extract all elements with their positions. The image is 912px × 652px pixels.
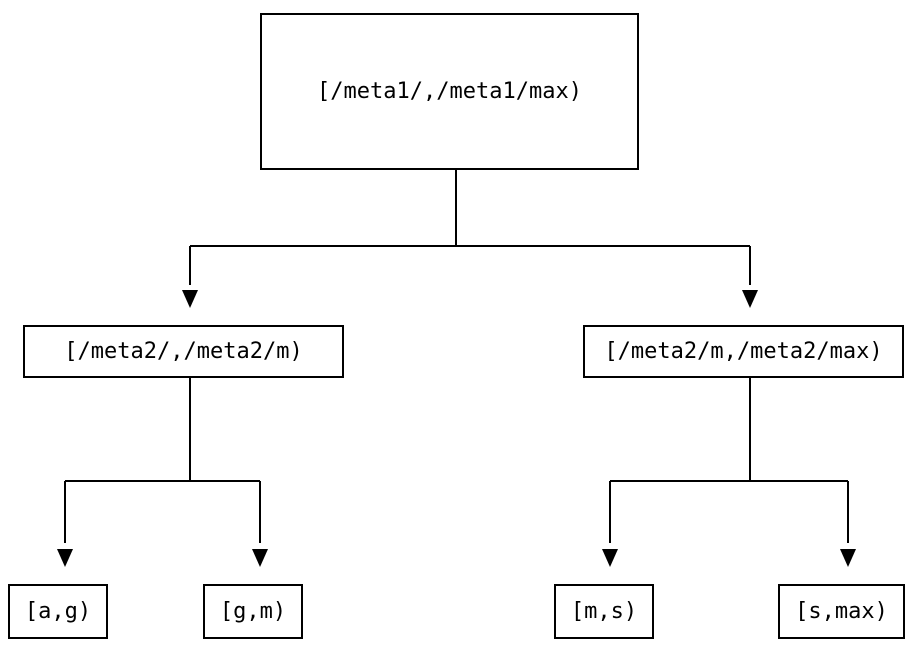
node-leaf-m-s: [m,s) [554, 584, 654, 639]
node-leaf-a-g: [a,g) [8, 584, 108, 639]
node-root: [/meta1/,/meta1/max) [260, 13, 639, 170]
node-meta2-left-label: [/meta2/,/meta2/m) [64, 339, 303, 364]
node-leaf-a-g-label: [a,g) [24, 599, 92, 624]
node-meta2-right-label: [/meta2/m,/meta2/max) [604, 339, 883, 364]
node-meta2-right: [/meta2/m,/meta2/max) [583, 325, 904, 378]
arrowhead-icon [840, 549, 856, 567]
arrowhead-icon [182, 290, 198, 308]
arrowhead-icon [742, 290, 758, 308]
node-leaf-s-max: [s,max) [778, 584, 905, 639]
node-leaf-g-m: [g,m) [203, 584, 303, 639]
node-root-label: [/meta1/,/meta1/max) [317, 79, 582, 104]
arrowhead-icon [57, 549, 73, 567]
node-leaf-s-max-label: [s,max) [795, 599, 888, 624]
arrowhead-icon [602, 549, 618, 567]
node-meta2-left: [/meta2/,/meta2/m) [23, 325, 344, 378]
arrowhead-icon [252, 549, 268, 567]
node-leaf-m-s-label: [m,s) [570, 599, 638, 624]
node-leaf-g-m-label: [g,m) [219, 599, 287, 624]
